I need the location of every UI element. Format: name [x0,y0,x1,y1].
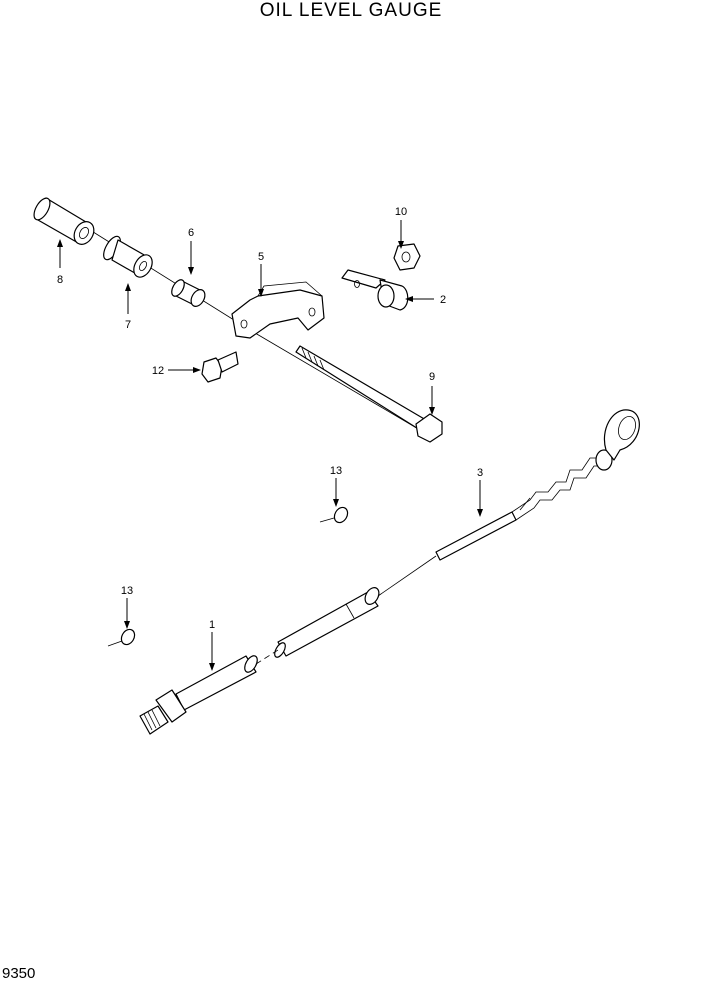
part-9-long-bolt [295,345,443,443]
callout-12: 12 [152,365,164,377]
phantom-line-tube-joint [255,649,279,665]
callout-2: 2 [440,294,446,306]
part-1-guide-tube [139,587,380,735]
page-title: OIL LEVEL GAUGE [259,0,443,21]
part-13-seal-lower [107,628,136,647]
part-8-sleeve [33,197,95,245]
callout-8: 8 [57,274,63,286]
page-number: 9350 [2,965,36,982]
part-10-nut [393,243,421,271]
callout-1: 1 [209,619,215,631]
part-3-dipstick [435,409,640,561]
callout-6: 6 [188,227,194,239]
part-6-spacer [171,279,206,307]
phantom-line-dipstick [519,497,531,511]
part-13-seal-upper [319,506,349,524]
callout-10: 10 [395,206,407,218]
phantom-line-tube-dipstick [377,555,437,597]
part-2-clamp [341,269,409,311]
callout-9: 9 [429,371,435,383]
part-12-bolt [201,351,239,383]
callout-13-upper: 13 [330,465,342,477]
callout-3: 3 [477,467,483,479]
part-5-bracket [231,281,325,339]
callout-5: 5 [258,251,264,263]
part-7-grommet [103,235,153,278]
callout-7: 7 [125,319,131,331]
callout-13-lower: 13 [121,585,133,597]
